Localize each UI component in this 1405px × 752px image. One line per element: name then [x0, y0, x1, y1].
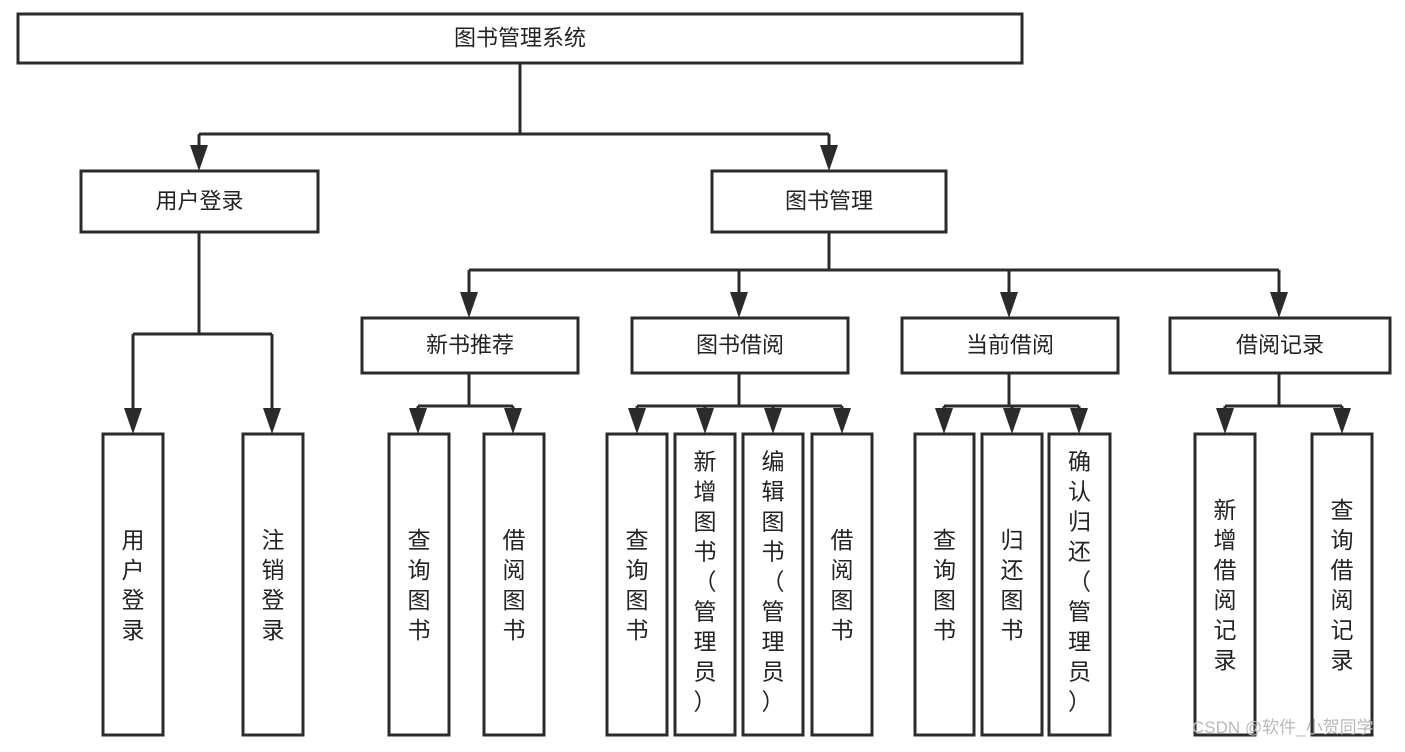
leaf-node-leaf-query-books-borrow[interactable]: 查询图书: [605, 432, 669, 737]
node-label-new-book-recommend: 新书推荐: [426, 332, 514, 357]
node-box-root: [16, 12, 1024, 65]
node-box-user-login: [79, 169, 320, 234]
node-label-leaf-query-books-rec: 查询图书: [408, 527, 431, 643]
node-label-book-borrow: 图书借阅: [696, 332, 784, 357]
node-label-root: 图书管理系统: [454, 25, 586, 50]
node-box-leaf-query-books-borrow: [605, 432, 669, 737]
node-label-book-management: 图书管理: [785, 188, 873, 213]
leaf-node-leaf-edit-book-admin[interactable]: 编辑图书（管理员）: [741, 432, 805, 737]
leaf-group-1-child-0-arrowhead: [628, 408, 646, 434]
book-management-child-2-arrowhead: [1000, 292, 1018, 318]
node-label-leaf-query-borrow-record: 查询借阅记录: [1331, 497, 1354, 673]
leaf-node-leaf-logout[interactable]: 注销登录: [241, 432, 305, 737]
node-layer: 图书管理系统用户登录图书管理新书推荐图书借阅当前借阅借阅记录用户登录注销登录查询…: [16, 12, 1392, 737]
node-label-leaf-query-books-borrow: 查询图书: [626, 527, 649, 643]
level2-node-user-login[interactable]: 用户登录: [79, 169, 320, 234]
leaf-group-0-child-1-arrowhead: [504, 408, 522, 434]
node-label-leaf-add-book-admin: 新增图书（管理员）: [694, 448, 717, 714]
node-box-current-borrow: [900, 316, 1120, 375]
leaf-node-leaf-confirm-return-admin[interactable]: 确认归还（管理员）: [1047, 432, 1112, 737]
node-label-leaf-return-books: 归还图书: [1001, 527, 1024, 643]
node-label-user-login: 用户登录: [155, 188, 243, 213]
leaf-group-1-child-2-arrowhead: [764, 408, 782, 434]
node-label-current-borrow: 当前借阅: [966, 332, 1054, 357]
node-box-leaf-return-books: [980, 432, 1044, 737]
node-box-borrow-records: [1168, 316, 1392, 375]
connector-layer: [124, 63, 1351, 434]
level3-node-borrow-records[interactable]: 借阅记录: [1168, 316, 1392, 375]
leaf-node-leaf-add-book-admin[interactable]: 新增图书（管理员）: [673, 432, 737, 737]
node-box-leaf-query-books-current: [913, 432, 976, 737]
book-management-child-1-arrowhead: [730, 292, 748, 318]
level3-node-book-borrow[interactable]: 图书借阅: [630, 316, 850, 375]
leaf-node-leaf-user-login[interactable]: 用户登录: [101, 432, 165, 737]
level3-node-current-borrow[interactable]: 当前借阅: [900, 316, 1120, 375]
node-box-leaf-user-login: [101, 432, 165, 737]
node-box-leaf-query-borrow-record: [1310, 432, 1374, 737]
leaf-group-2-child-1-arrowhead: [1003, 408, 1021, 434]
root-to-user-login-arrowhead: [190, 145, 208, 171]
leaf-group-3-child-1-arrowhead: [1333, 408, 1351, 434]
node-box-leaf-add-borrow-record: [1193, 432, 1257, 737]
leaf-group-3-child-0-arrowhead: [1216, 408, 1234, 434]
leaf-node-leaf-query-books-rec[interactable]: 查询图书: [387, 432, 451, 737]
node-box-leaf-query-books-rec: [387, 432, 451, 737]
root-node-root[interactable]: 图书管理系统: [16, 12, 1024, 65]
node-box-leaf-edit-book-admin: [741, 432, 805, 737]
node-label-leaf-borrow-books: 借阅图书: [831, 527, 854, 643]
level3-node-new-book-recommend[interactable]: 新书推荐: [360, 316, 580, 375]
node-label-leaf-logout: 注销登录: [262, 527, 285, 643]
leaf-node-leaf-borrow-books[interactable]: 借阅图书: [810, 432, 874, 737]
leaf-node-leaf-return-books[interactable]: 归还图书: [980, 432, 1044, 737]
node-label-leaf-user-login: 用户登录: [122, 527, 145, 643]
node-label-leaf-edit-book-admin: 编辑图书（管理员）: [762, 448, 785, 714]
node-box-book-management: [710, 169, 948, 234]
leaf-node-leaf-query-borrow-record[interactable]: 查询借阅记录: [1310, 432, 1374, 737]
node-label-leaf-query-books-current: 查询图书: [933, 527, 956, 643]
user-login-child-0-arrowhead: [124, 408, 142, 434]
node-box-new-book-recommend: [360, 316, 580, 375]
leaf-group-1-child-3-arrowhead: [833, 408, 851, 434]
book-management-child-3-arrowhead: [1270, 292, 1288, 318]
node-label-borrow-records: 借阅记录: [1236, 332, 1324, 357]
csdn-watermark: CSDN @软件_小贺同学: [1192, 718, 1374, 737]
book-management-child-0-arrowhead: [460, 292, 478, 318]
leaf-group-2-child-0-arrowhead: [935, 408, 953, 434]
root-to-book-management-arrowhead: [820, 145, 838, 171]
leaf-node-leaf-query-books-current[interactable]: 查询图书: [913, 432, 976, 737]
node-label-leaf-add-borrow-record: 新增借阅记录: [1214, 497, 1237, 673]
node-box-book-borrow: [630, 316, 850, 375]
node-label-leaf-borrow-books-rec: 借阅图书: [503, 527, 526, 643]
node-label-leaf-confirm-return-admin: 确认归还（管理员）: [1068, 448, 1091, 714]
node-box-leaf-borrow-books-rec: [482, 432, 546, 737]
leaf-node-leaf-borrow-books-rec[interactable]: 借阅图书: [482, 432, 546, 737]
node-box-leaf-add-book-admin: [673, 432, 737, 737]
leaf-node-leaf-add-borrow-record[interactable]: 新增借阅记录: [1193, 432, 1257, 737]
level2-node-book-management[interactable]: 图书管理: [710, 169, 948, 234]
node-box-leaf-borrow-books: [810, 432, 874, 737]
leaf-group-2-child-2-arrowhead: [1070, 408, 1088, 434]
leaf-group-1-child-1-arrowhead: [696, 408, 714, 434]
node-box-leaf-logout: [241, 432, 305, 737]
node-box-leaf-confirm-return-admin: [1047, 432, 1112, 737]
user-login-child-1-arrowhead: [263, 408, 281, 434]
leaf-group-0-child-0-arrowhead: [409, 408, 427, 434]
